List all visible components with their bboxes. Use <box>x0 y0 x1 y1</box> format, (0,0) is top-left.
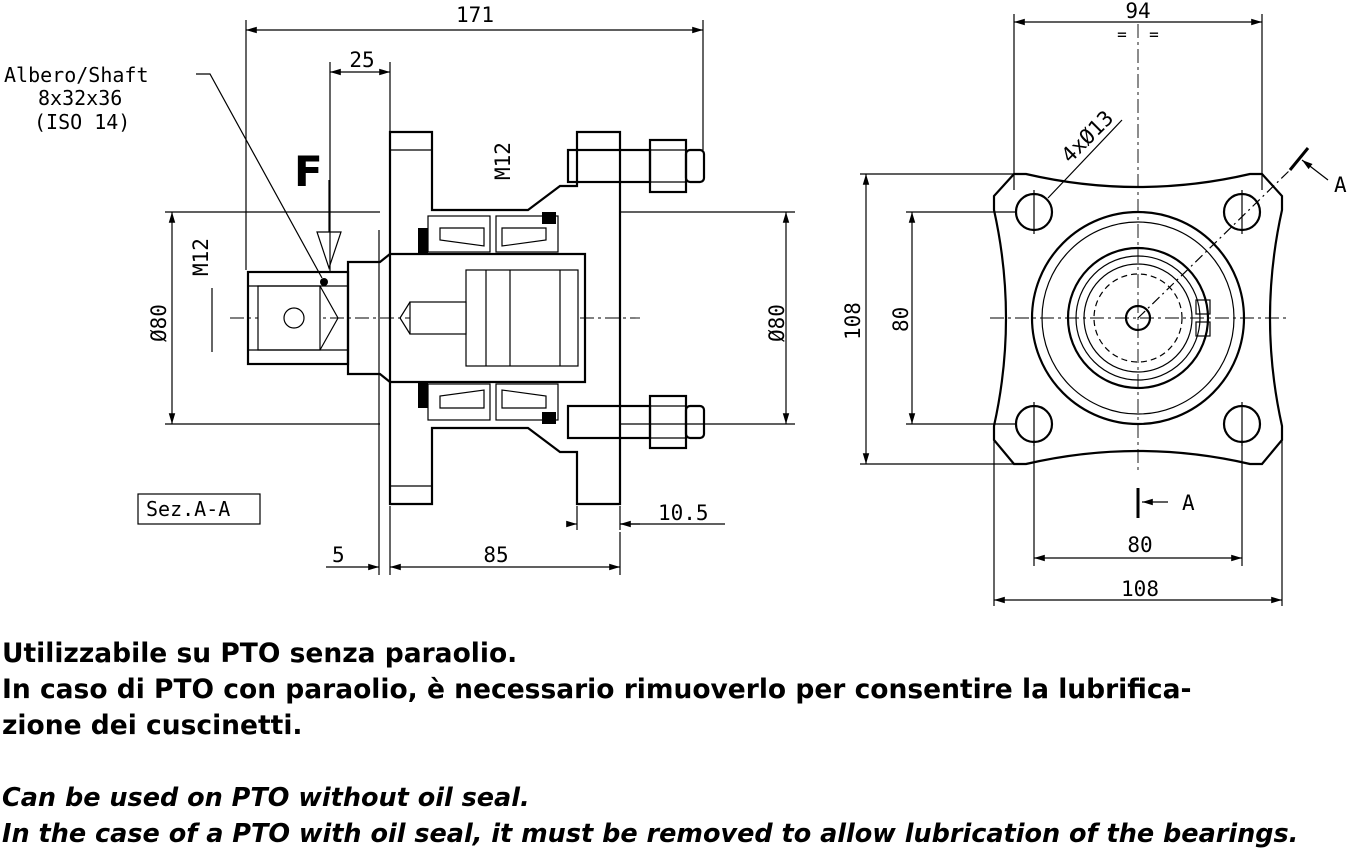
note-it-line3: zione dei cuscinetti. <box>2 710 303 741</box>
notes-spacer <box>0 744 1350 780</box>
note-en-line2: In the case of a PTO with oil seal, it m… <box>2 819 1299 849</box>
note-it-line1: Utilizzabile su PTO senza paraolio. <box>2 638 518 669</box>
dim-spline-length: 25 <box>349 48 374 72</box>
note-en-line1: Can be used on PTO without oil seal. <box>2 783 530 813</box>
section-mark-bottom: A <box>1182 491 1195 515</box>
dim-width-outer: 108 <box>1121 577 1159 601</box>
notes-block: Utilizzabile su PTO senza paraolio. In c… <box>0 636 1350 852</box>
front-view: 94 = = 4xØ13 A <box>841 0 1347 606</box>
shaft-label-line2: 8x32x36 <box>38 86 122 110</box>
force-label: F <box>294 147 323 196</box>
dim-width-inner: 80 <box>1127 533 1152 557</box>
dim-body-length: 85 <box>483 543 508 567</box>
dim-overall-length: 171 <box>456 3 494 27</box>
section-label: Sez.A-A <box>146 497 230 521</box>
dim-holes: 4xØ13 <box>1057 106 1119 168</box>
dim-thread-left: M12 <box>189 238 213 276</box>
equal-mark-2: = <box>1149 25 1159 44</box>
shaft-label-line3: (ISO 14) <box>34 110 130 134</box>
dim-thread-top: M12 <box>491 142 515 180</box>
dim-dia-right: Ø80 <box>765 304 789 342</box>
dim-width-top: 94 <box>1125 0 1150 23</box>
equal-mark-1: = <box>1117 25 1127 44</box>
dim-height-inner: 80 <box>889 307 913 332</box>
dim-height-outer: 108 <box>841 302 865 340</box>
dim-dia-left: Ø80 <box>147 304 171 342</box>
stud-top <box>566 138 706 194</box>
shaft-label-line1: Albero/Shaft <box>4 63 149 87</box>
note-it-line2: In caso di PTO con paraolio, è necessari… <box>2 674 1192 705</box>
stud-bottom <box>566 394 706 450</box>
dim-gap: 5 <box>332 543 345 567</box>
section-mark-top: A <box>1334 173 1347 197</box>
technical-drawing: 171 25 Albero/Shaft 8x32x36 (ISO 14) F M… <box>4 0 1347 606</box>
dim-flange-offset: 10.5 <box>658 501 709 525</box>
section-view: 171 25 Albero/Shaft 8x32x36 (ISO 14) F M… <box>4 3 795 575</box>
